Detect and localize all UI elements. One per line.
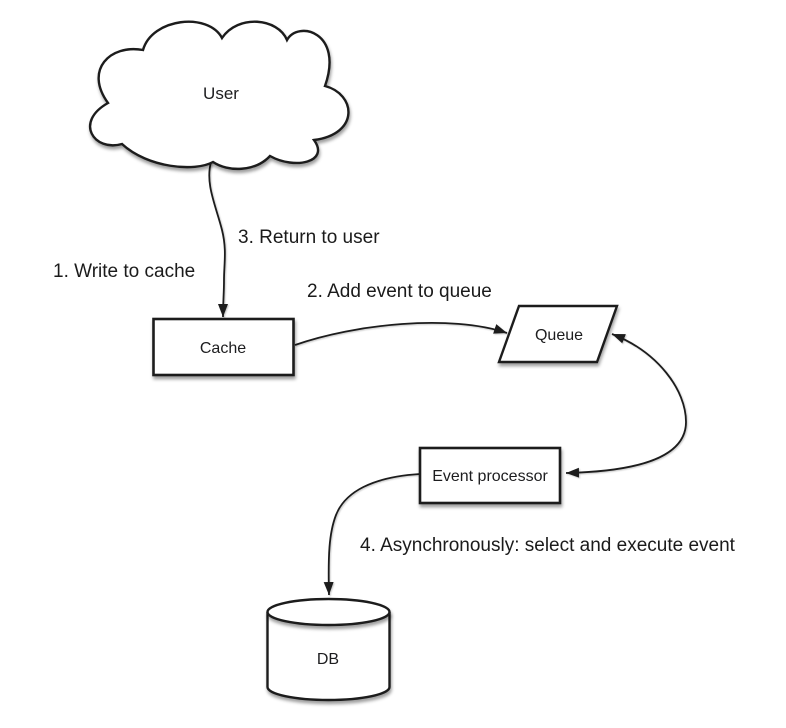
arrow-event-processor-to-db <box>323 473 421 596</box>
event-processor-box-shape <box>418 446 562 505</box>
user-node-label: User <box>203 84 239 103</box>
db-node-label: DB <box>317 651 339 668</box>
step1-write-to-cache-label: 1. Write to cache <box>53 261 195 282</box>
user-cloud-shape <box>88 20 350 171</box>
arrow-queue-event-processor-bidirectional <box>565 333 687 478</box>
event-processor-node-label: Event processor <box>432 468 548 485</box>
cache-node-label: Cache <box>200 340 246 357</box>
queue-parallelogram-shape <box>497 304 619 364</box>
db-cylinder-top <box>266 597 391 627</box>
step3-return-to-user-label: 3. Return to user <box>238 227 380 248</box>
arrow-cache-to-queue <box>294 322 508 346</box>
queue-node-label: Queue <box>535 327 583 344</box>
arrow-user-to-cache <box>208 161 229 318</box>
db-cylinder-body <box>266 612 391 702</box>
step2-add-event-to-queue-label: 2. Add event to queue <box>307 281 492 302</box>
step4-async-execute-label: 4. Asynchronously: select and execute ev… <box>360 535 736 556</box>
cache-box-shape <box>152 317 295 377</box>
